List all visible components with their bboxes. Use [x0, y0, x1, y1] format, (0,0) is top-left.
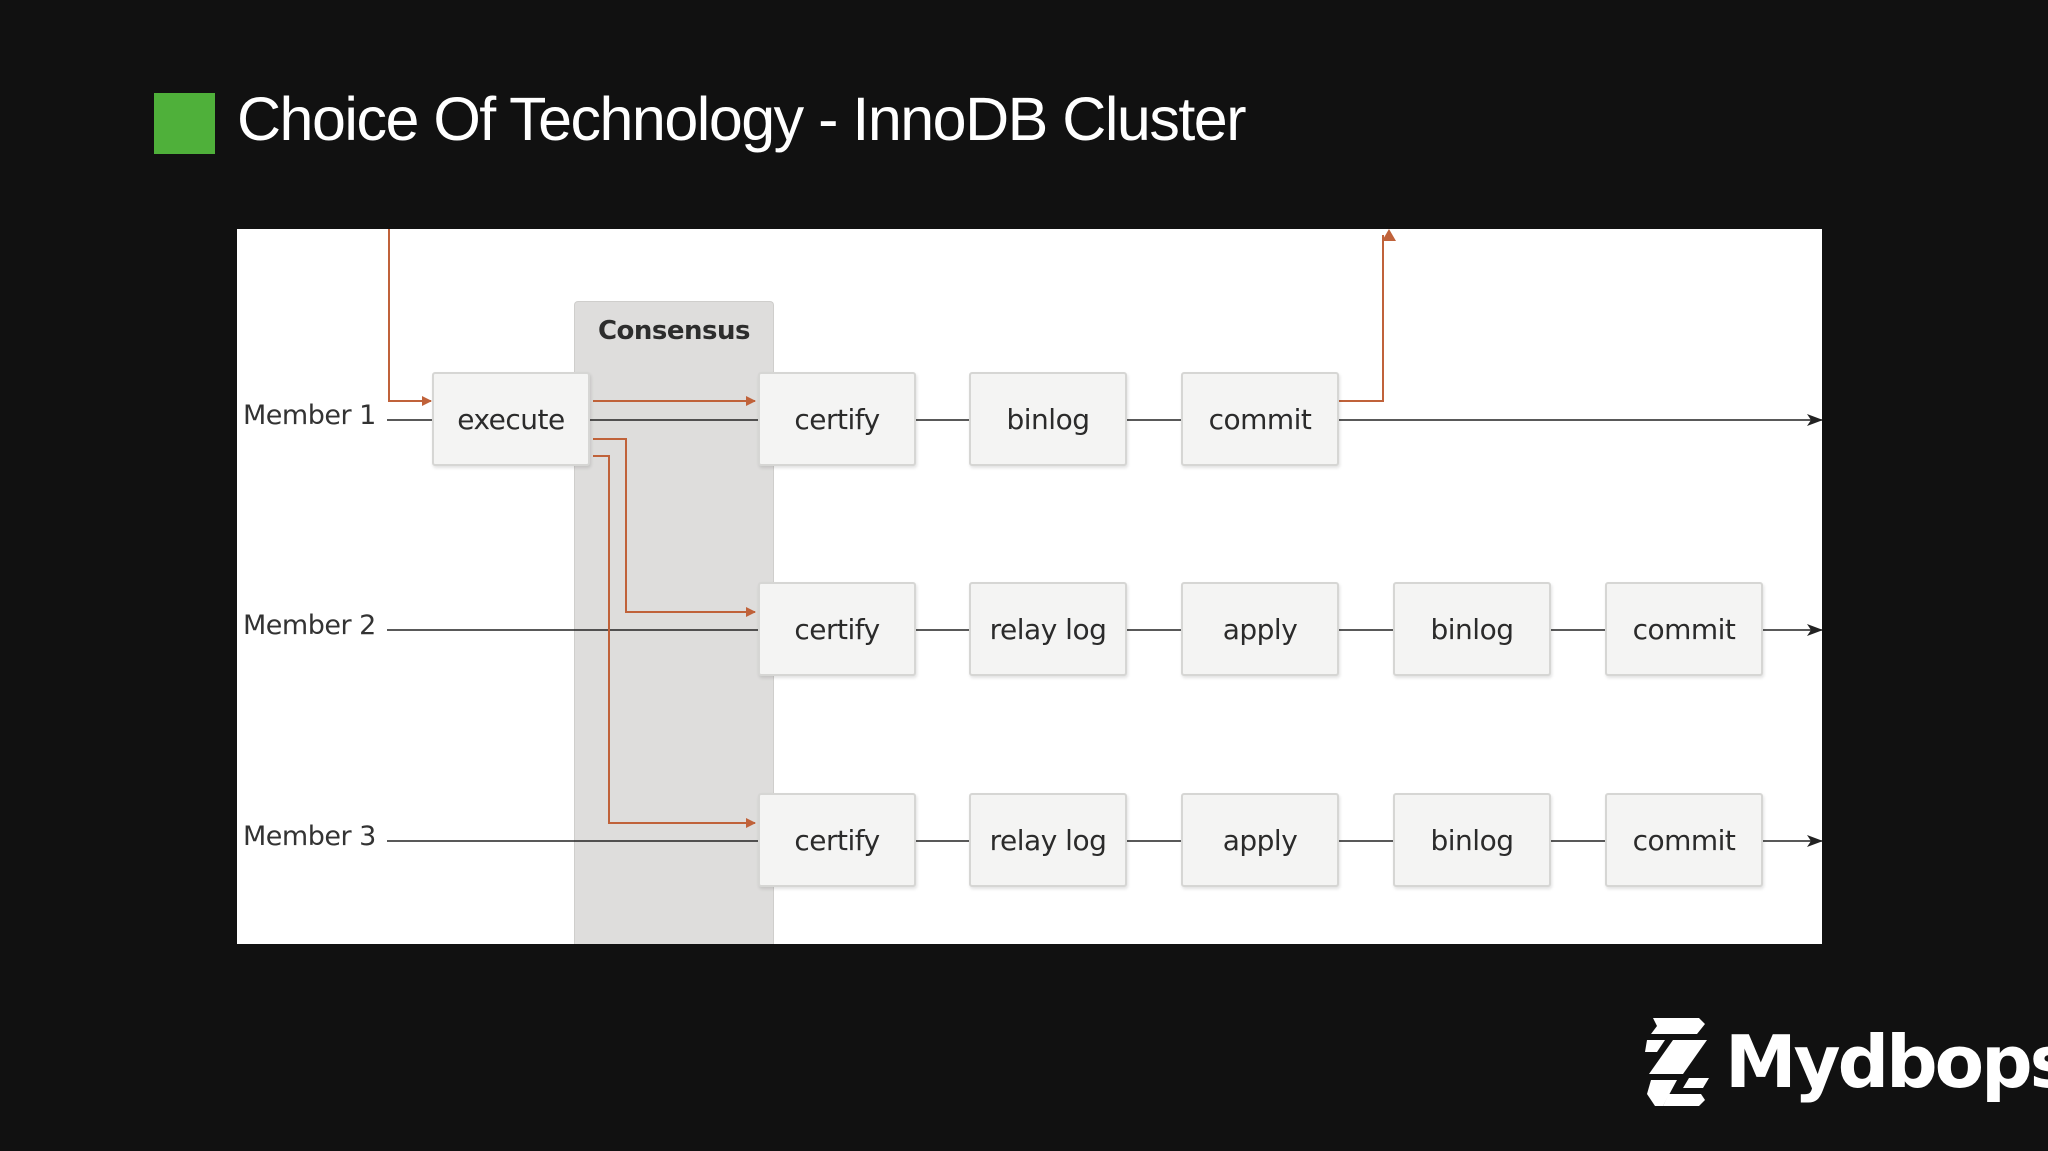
replication-flow-diagram: Consensus Member 1 Member 2 M: [237, 229, 1822, 944]
member-3-label: Member 3: [243, 821, 376, 852]
member-2-binlog-box: binlog: [1393, 582, 1551, 676]
consensus-band: Consensus: [574, 301, 774, 944]
mydbops-logo-icon: [1645, 1018, 1709, 1106]
member-2-label: Member 2: [243, 610, 376, 641]
member-1-certify-box: certify: [758, 372, 916, 466]
execute-to-certify-3-arrow: [593, 455, 756, 828]
request-arrow: [388, 229, 432, 406]
member-3-relay-log-box: relay log: [969, 793, 1127, 887]
member-2-commit-box: commit: [1605, 582, 1763, 676]
member-1-commit-box: commit: [1181, 372, 1339, 466]
consensus-label: Consensus: [597, 316, 751, 346]
member-3-certify-box: certify: [758, 793, 916, 887]
logo-text: Mydbops: [1725, 1020, 2048, 1104]
member-1-label: Member 1: [243, 400, 376, 431]
execute-to-certify-2-arrow: [593, 438, 756, 617]
member-2-relay-log-box: relay log: [969, 582, 1127, 676]
mydbops-logo: Mydbops: [1643, 1014, 2048, 1114]
member-3-commit-box: commit: [1605, 793, 1763, 887]
member-3-binlog-box: binlog: [1393, 793, 1551, 887]
execute-box: execute: [432, 372, 590, 466]
commit-response-arrow: [1338, 229, 1396, 402]
member-2-certify-box: certify: [758, 582, 916, 676]
slide-title: Choice Of Technology - InnoDB Cluster: [237, 85, 1247, 153]
member-1-binlog-box: binlog: [969, 372, 1127, 466]
member-2-apply-box: apply: [1181, 582, 1339, 676]
title-accent-square: [154, 93, 215, 154]
member-3-apply-box: apply: [1181, 793, 1339, 887]
